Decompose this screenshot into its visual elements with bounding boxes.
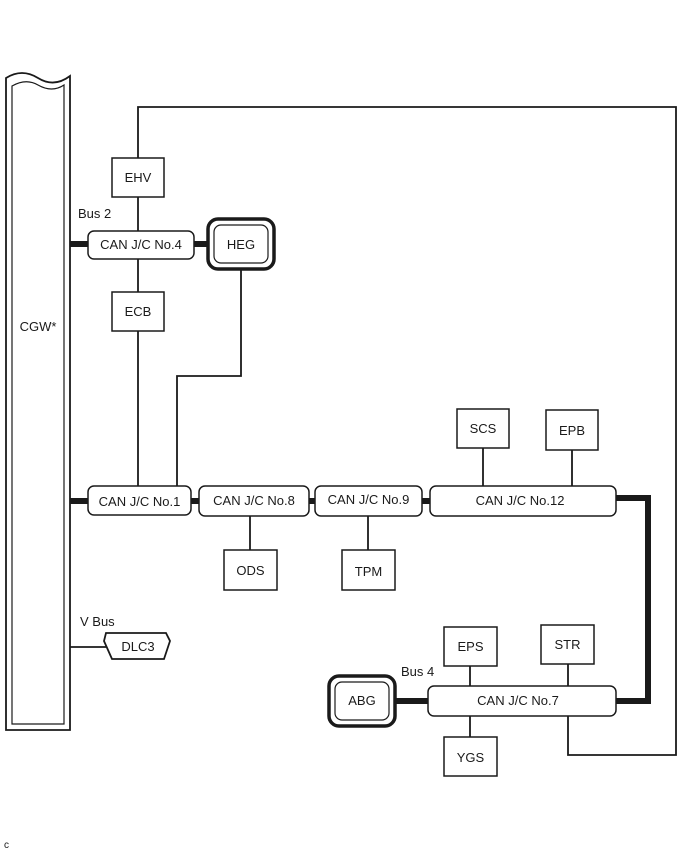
jc12-label: CAN J/C No.12: [476, 493, 565, 508]
ecu-abg: ABG: [327, 674, 397, 728]
ecu-ehv: EHV: [111, 157, 165, 198]
jc7-label: CAN J/C No.7: [477, 693, 559, 708]
ecu-scs: SCS: [456, 408, 510, 449]
vbus-label: V Bus: [80, 614, 115, 629]
bus-wires: [70, 241, 651, 704]
ygs-label: YGS: [457, 750, 485, 765]
bus2-label: Bus 2: [78, 206, 111, 221]
ecu-ygs: YGS: [443, 736, 498, 777]
ods-label: ODS: [236, 563, 265, 578]
ecu-str: STR: [540, 624, 595, 665]
tpm-label: TPM: [355, 564, 382, 579]
heg-label: HEG: [227, 237, 255, 252]
cgw-label: CGW*: [20, 319, 57, 334]
jc4: CAN J/C No.4: [87, 230, 195, 260]
scs-label: SCS: [470, 421, 497, 436]
ecu-ods: ODS: [223, 549, 278, 591]
jc9-label: CAN J/C No.9: [328, 492, 410, 507]
jc8: CAN J/C No.8: [198, 485, 310, 517]
ecu-tpm: TPM: [341, 549, 396, 591]
ecu-ecb: ECB: [111, 291, 165, 332]
jc1-label: CAN J/C No.1: [99, 494, 181, 509]
ecb-label: ECB: [125, 304, 152, 319]
ecu-heg: HEG: [206, 217, 276, 271]
ehv-label: EHV: [125, 170, 152, 185]
thin-wires: [70, 106, 677, 756]
jc4-label: CAN J/C No.4: [100, 237, 182, 252]
ecu-eps: EPS: [443, 626, 498, 667]
jc9: CAN J/C No.9: [314, 485, 423, 517]
cgw-gateway: CGW*: [5, 72, 71, 731]
ecu-epb: EPB: [545, 409, 599, 451]
jc12: CAN J/C No.12: [429, 485, 617, 517]
jc1: CAN J/C No.1: [87, 485, 192, 516]
dlc3-label: DLC3: [121, 639, 154, 654]
corner-mark: c: [4, 840, 9, 851]
jc8-label: CAN J/C No.8: [213, 493, 295, 508]
bus4-label: Bus 4: [401, 664, 434, 679]
abg-label: ABG: [348, 693, 375, 708]
dlc3-connector: DLC3: [103, 632, 171, 660]
epb-label: EPB: [559, 423, 585, 438]
str-label: STR: [555, 637, 581, 652]
eps-label: EPS: [457, 639, 483, 654]
jc7: CAN J/C No.7: [427, 685, 617, 717]
